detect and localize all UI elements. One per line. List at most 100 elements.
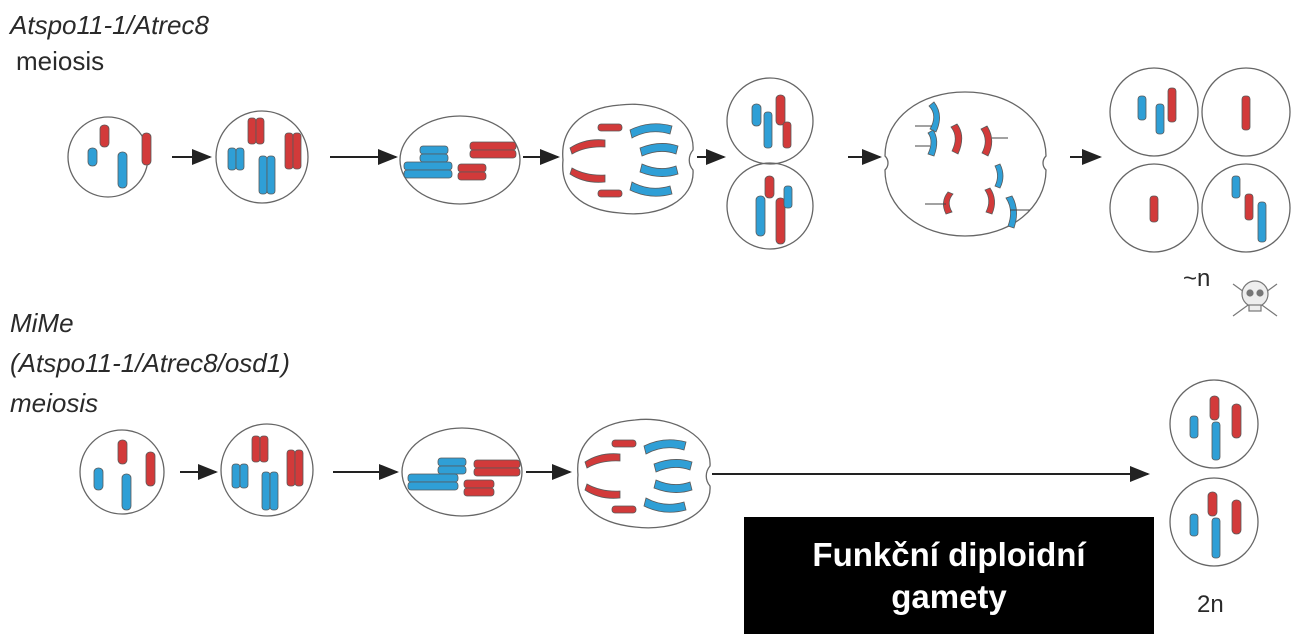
bottom-row — [79, 379, 1259, 567]
chromosome-red — [1167, 87, 1177, 123]
chromosome-red — [294, 449, 304, 487]
chromosome-blue — [403, 161, 453, 171]
chromosome-red — [764, 175, 775, 199]
chromosome-red — [117, 439, 128, 465]
chromosome-red — [984, 187, 995, 215]
chromosome-red — [611, 439, 637, 448]
chromosome-red — [1207, 491, 1218, 517]
cell — [1201, 67, 1291, 157]
chromosome-red — [611, 505, 637, 514]
chromosome-red — [775, 94, 786, 126]
chromosome-blue — [1211, 421, 1221, 461]
cell — [726, 162, 814, 250]
cell — [215, 110, 309, 204]
chromosome-red — [457, 163, 487, 173]
top-row — [67, 67, 1291, 253]
chromosome-red — [569, 167, 606, 183]
chromosome-blue — [643, 497, 687, 513]
chromosome-red — [943, 191, 954, 215]
chromosome-red — [469, 149, 517, 159]
chromosome-blue — [783, 185, 793, 209]
chromosome-blue — [928, 101, 940, 133]
cell — [79, 429, 165, 515]
chromosome-blue — [653, 459, 693, 473]
bottom-title: MiMe — [10, 308, 74, 338]
chromosome-red — [463, 487, 495, 497]
cell — [401, 427, 523, 517]
chromosome-blue — [1211, 517, 1221, 559]
chromosome-blue — [227, 147, 237, 171]
callout-box: Funkční diploidní gamety — [744, 517, 1154, 634]
chromosome-blue — [751, 103, 762, 127]
chromosome-blue — [419, 153, 449, 163]
chromosome-blue — [927, 129, 938, 157]
chromosome-blue — [1189, 415, 1199, 439]
chromosome-red — [1231, 499, 1242, 535]
callout-line1: Funkční diploidní — [812, 535, 1086, 573]
chromosome-blue — [239, 463, 249, 489]
chromosome-blue — [407, 473, 459, 483]
chromosome-red — [99, 124, 110, 148]
chromosome-blue — [629, 181, 673, 197]
chromosome-blue — [419, 145, 449, 155]
chromosome-red — [469, 141, 517, 151]
cell — [884, 91, 1047, 237]
chromosome-blue — [994, 163, 1004, 189]
chromosome-red — [145, 451, 156, 487]
cell — [1109, 67, 1199, 157]
chromosome-red — [1209, 395, 1220, 421]
top-ploidy-label: ~n — [1183, 265, 1211, 292]
chromosome-blue — [1005, 195, 1017, 229]
chromosome-blue — [235, 147, 245, 171]
chromosome-blue — [437, 465, 467, 475]
chromosome-red — [286, 449, 296, 487]
cell — [1169, 379, 1259, 469]
chromosome-red — [1241, 95, 1251, 131]
chromosome-red — [292, 132, 302, 170]
chromosome-blue — [121, 473, 132, 511]
chromosome-red — [251, 435, 261, 463]
chromosome-red — [473, 459, 521, 469]
chromosome-blue — [1257, 201, 1267, 243]
chromosome-blue — [269, 471, 279, 511]
chromosome-blue — [93, 467, 104, 491]
chromosome-red — [782, 121, 792, 149]
chromosome-blue — [639, 143, 679, 157]
cell — [399, 115, 521, 205]
chromosome-red — [1231, 403, 1242, 439]
chromosome-blue — [117, 151, 128, 189]
callout-line2: gamety — [891, 577, 1007, 615]
bottom-chromosomes — [93, 395, 1242, 559]
chromosome-blue — [629, 123, 673, 139]
chromosome-blue — [266, 155, 276, 195]
bottom-ploidy-label: 2n — [1197, 591, 1224, 618]
bottom-arrows — [180, 464, 1150, 482]
top-subtitle: meiosis — [16, 46, 105, 76]
chromosome-blue — [261, 471, 271, 511]
cell — [577, 418, 711, 529]
cell — [220, 423, 314, 517]
chromosome-blue — [437, 457, 467, 467]
cell — [1169, 477, 1259, 567]
cell — [726, 77, 814, 165]
chromosome-blue — [1137, 95, 1147, 121]
chromosome-red — [463, 479, 495, 489]
skull-crossbones-icon — [1232, 280, 1278, 317]
top-title: Atspo11-1/Atrec8 — [10, 10, 209, 40]
chromosome-red — [284, 132, 294, 170]
chromosome-blue — [403, 169, 453, 179]
chromosome-red — [597, 123, 623, 132]
chromosome-red — [1149, 195, 1159, 223]
chromosome-red — [457, 171, 487, 181]
chromosome-red — [247, 117, 257, 145]
chromosome-red — [584, 453, 621, 469]
chromosome-red — [775, 197, 786, 245]
chromosome-blue — [763, 111, 773, 149]
chromosome-red — [569, 139, 606, 155]
chromosome-red — [473, 467, 521, 477]
chromosome-blue — [87, 147, 98, 167]
chromosome-red — [980, 125, 993, 157]
chromosome-red — [597, 189, 623, 198]
chromosome-red — [584, 483, 621, 499]
